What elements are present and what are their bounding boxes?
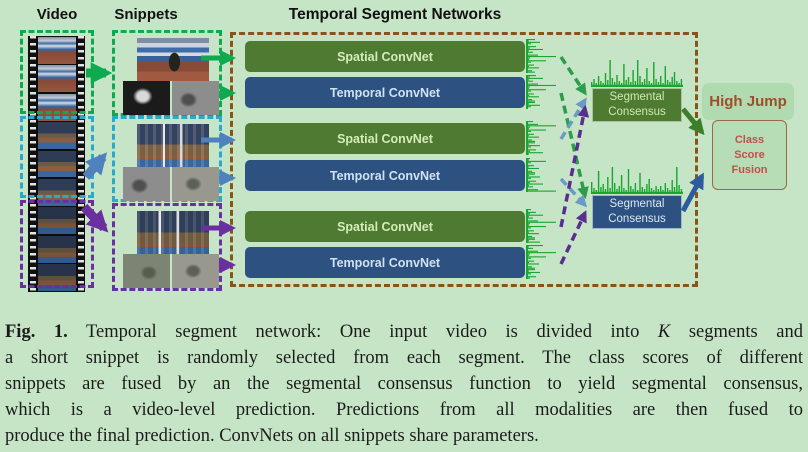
snippet-flow-image bbox=[172, 167, 219, 201]
film-sprocket-holes-left bbox=[29, 36, 36, 292]
video-frame bbox=[37, 150, 76, 178]
temporal-convnet-bar-2: Temporal ConvNet bbox=[245, 160, 525, 191]
video-segment-box-2 bbox=[20, 116, 94, 198]
video-segment-box-3 bbox=[20, 200, 94, 288]
consensus-histogram-temporal bbox=[591, 167, 683, 194]
snippet-group-3 bbox=[112, 203, 222, 291]
row-output-histogram bbox=[526, 245, 556, 279]
video-frame bbox=[37, 207, 76, 235]
snippet-rgb-image bbox=[137, 38, 209, 81]
tsn-box bbox=[230, 32, 698, 287]
snippet-flow-image bbox=[172, 81, 219, 115]
predicted-class-badge: High Jump bbox=[702, 83, 794, 120]
spatial-convnet-bar-1: Spatial ConvNet bbox=[245, 41, 525, 72]
video-frame bbox=[37, 235, 76, 263]
temporal-convnet-bar-1: Temporal ConvNet bbox=[245, 77, 525, 108]
class-score-fusion-box: Class Score Fusion bbox=[712, 120, 787, 190]
snippet-group-2 bbox=[112, 116, 222, 202]
snippet-flow-image bbox=[172, 254, 219, 288]
snippets-column-header: Snippets bbox=[114, 6, 178, 23]
caption-line-5: produce the final prediction. ConvNets o… bbox=[5, 426, 539, 446]
tsn-title: Temporal Segment Networks bbox=[288, 6, 502, 23]
snippet-flow-image bbox=[123, 167, 170, 201]
video-frame bbox=[37, 37, 76, 64]
film-sprocket-holes-right bbox=[77, 36, 84, 292]
video-segment-box-1 bbox=[20, 30, 94, 114]
temporal-convnet-bar-3: Temporal ConvNet bbox=[245, 247, 525, 278]
row-output-histogram bbox=[526, 158, 556, 192]
consensus-histogram-spatial bbox=[591, 60, 683, 87]
segmental-consensus-spatial: Segmental Consensus bbox=[592, 88, 682, 122]
video-frame bbox=[37, 65, 76, 93]
caption-k-symbol: K bbox=[657, 322, 671, 342]
row-output-histogram bbox=[526, 75, 556, 109]
spatial-convnet-bar-2: Spatial ConvNet bbox=[245, 123, 525, 154]
segmental-consensus-temporal: Segmental Consensus bbox=[592, 195, 682, 229]
snippet-rgb-image bbox=[137, 124, 209, 167]
figure-caption: Fig. 1. Temporal segment network: One in… bbox=[0, 319, 808, 449]
caption-line-2: a short snippet is randomly selected fro… bbox=[5, 348, 803, 368]
row-output-histogram bbox=[526, 121, 556, 155]
video-column-header: Video bbox=[36, 6, 78, 23]
caption-text: Temporal segment network: One input vide… bbox=[86, 322, 640, 342]
caption-line-4: which is a video-level prediction. Predi… bbox=[5, 400, 803, 420]
caption-figure-tag: Fig. 1. bbox=[5, 322, 68, 342]
snippet-flow-image bbox=[123, 254, 170, 288]
snippet-group-1 bbox=[112, 30, 222, 116]
caption-text: segments and bbox=[688, 322, 804, 342]
spatial-convnet-bar-3: Spatial ConvNet bbox=[245, 211, 525, 242]
caption-line-1: Fig. 1. Temporal segment network: One in… bbox=[5, 319, 803, 345]
snippet-flow-image bbox=[123, 81, 170, 115]
row-output-histogram bbox=[526, 39, 556, 73]
caption-line-3: snippets are fused by an the segmental c… bbox=[5, 374, 803, 394]
row-output-histogram bbox=[526, 209, 556, 243]
video-frame bbox=[37, 122, 76, 150]
snippet-rgb-image bbox=[137, 211, 209, 254]
